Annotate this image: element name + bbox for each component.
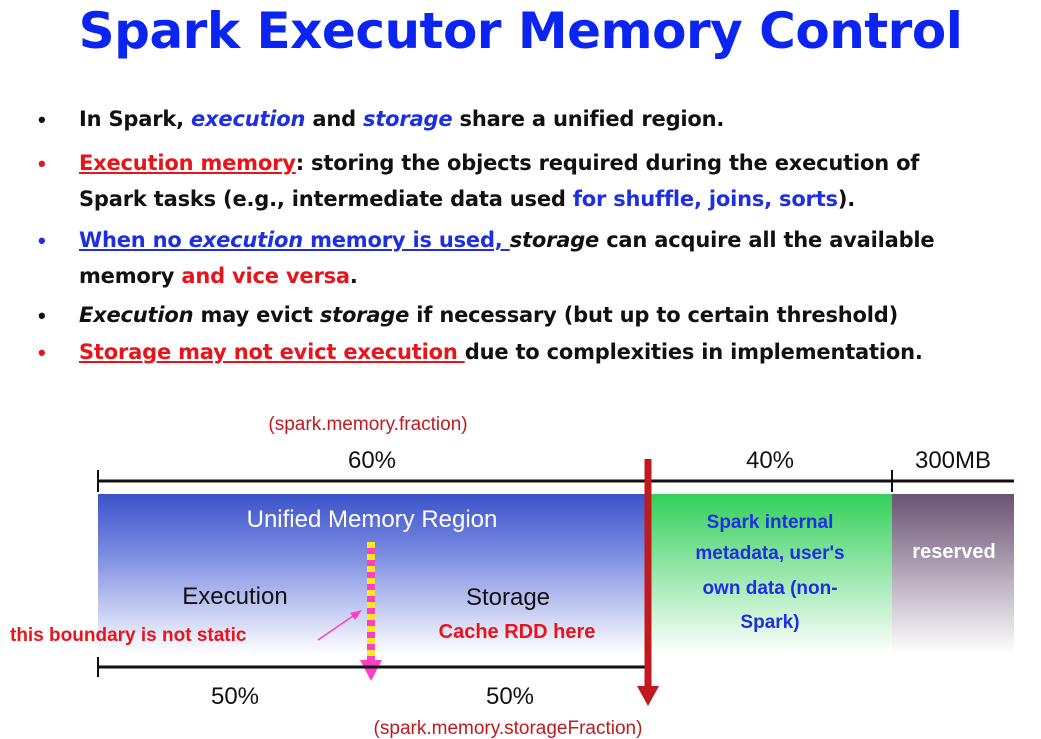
bullet-4-text: may evict <box>193 303 320 327</box>
bullet-1: In Spark, execution and storage share a … <box>79 107 724 131</box>
bullet-4-execution: Execution <box>79 303 194 327</box>
bullet-2-line-1: Execution memory: storing the objects re… <box>79 151 919 175</box>
bullet-dot: • <box>38 107 46 132</box>
bullet-4: Execution may evict storage if necessary… <box>79 303 898 327</box>
bullet-5-text: due to complexities in implementation. <box>464 340 923 364</box>
size-300mb-label: 300MB <box>915 447 991 474</box>
reserved-label: reserved <box>912 541 995 563</box>
bullet-3-text: . <box>349 264 358 288</box>
bullet-2-text: ). <box>837 187 856 211</box>
boundary-note: this boundary is not static <box>10 625 247 646</box>
memory-fraction-label: (spark.memory.fraction) <box>268 414 467 435</box>
bullet-5: Storage may not evict execution due to c… <box>79 340 923 364</box>
bullet-1-text: and <box>305 107 364 131</box>
pct-50-right-label: 50% <box>486 683 534 710</box>
boundary-arrow-head <box>360 660 382 681</box>
bullet-4-text: if necessary (but up to certain threshol… <box>409 303 898 327</box>
bullet-2-text: Spark tasks (e.g., intermediate data use… <box>79 187 573 211</box>
bullet-3-storage: storage <box>509 228 600 252</box>
bullet-3-text: memory <box>79 264 175 288</box>
storage-label: Storage <box>466 584 550 611</box>
bullet-dot: • <box>38 151 46 176</box>
boundary-note-pointer <box>317 613 357 641</box>
bullet-1-text: In Spark, <box>79 107 192 131</box>
bullet-3-line-2: memory and vice versa. <box>79 264 358 288</box>
pct-60-label: 60% <box>348 447 396 474</box>
execution-memory-term: Execution memory <box>79 151 296 175</box>
storage-not-evict: Storage may not evict execution <box>79 340 465 364</box>
fraction-divider-arrow-head <box>637 686 659 706</box>
pct-50-left-label: 50% <box>211 683 259 710</box>
bullet-4-storage: storage <box>319 303 410 327</box>
bullet-3-execution: execution <box>188 228 303 252</box>
bullet-3-text: When no <box>79 228 189 252</box>
reserved-region <box>892 494 1014 654</box>
bullet-2-line-2: Spark tasks (e.g., intermediate data use… <box>79 187 855 211</box>
memory-layout-diagram: (spark.memory.fraction) 60% 40% 300MB Un… <box>10 414 1014 739</box>
bullet-dot: • <box>38 340 46 365</box>
bullet-1-storage: storage <box>363 107 453 131</box>
slide-title: Spark Executor Memory Control <box>78 2 963 60</box>
cache-rdd-label: Cache RDD here <box>439 621 596 643</box>
internal-metadata-line: own data (non- <box>702 578 837 599</box>
bullet-3-text: memory is used, <box>302 228 510 252</box>
vice-versa: and vice versa <box>174 264 350 288</box>
storage-fraction-label: (spark.memory.storageFraction) <box>374 718 643 739</box>
bullet-1-text: share a unified region. <box>452 107 725 131</box>
bullet-dot: • <box>38 228 46 253</box>
bullet-dot: • <box>38 303 46 328</box>
bullet-2-text: : storing the objects required during th… <box>295 151 920 175</box>
execution-label: Execution <box>182 583 287 610</box>
bullet-3-text: can acquire all the available <box>599 228 935 252</box>
internal-metadata-line: Spark internal <box>707 512 834 533</box>
boundary-note-pointer-head <box>350 610 362 620</box>
bullet-3-line-1: When no execution memory is used, storag… <box>79 228 935 252</box>
unified-region-label: Unified Memory Region <box>247 506 498 533</box>
pct-40-label: 40% <box>746 447 794 474</box>
spark-internal-region <box>650 494 892 654</box>
bullet-list: • In Spark, execution and storage share … <box>38 107 935 365</box>
internal-metadata-line: metadata, user's <box>695 543 844 564</box>
bullet-3-underlined: When no execution memory is used, <box>79 228 510 252</box>
shuffle-joins-sorts: for shuffle, joins, sorts <box>572 187 838 211</box>
internal-metadata-line: Spark) <box>740 612 799 633</box>
bullet-1-execution: execution <box>191 107 306 131</box>
